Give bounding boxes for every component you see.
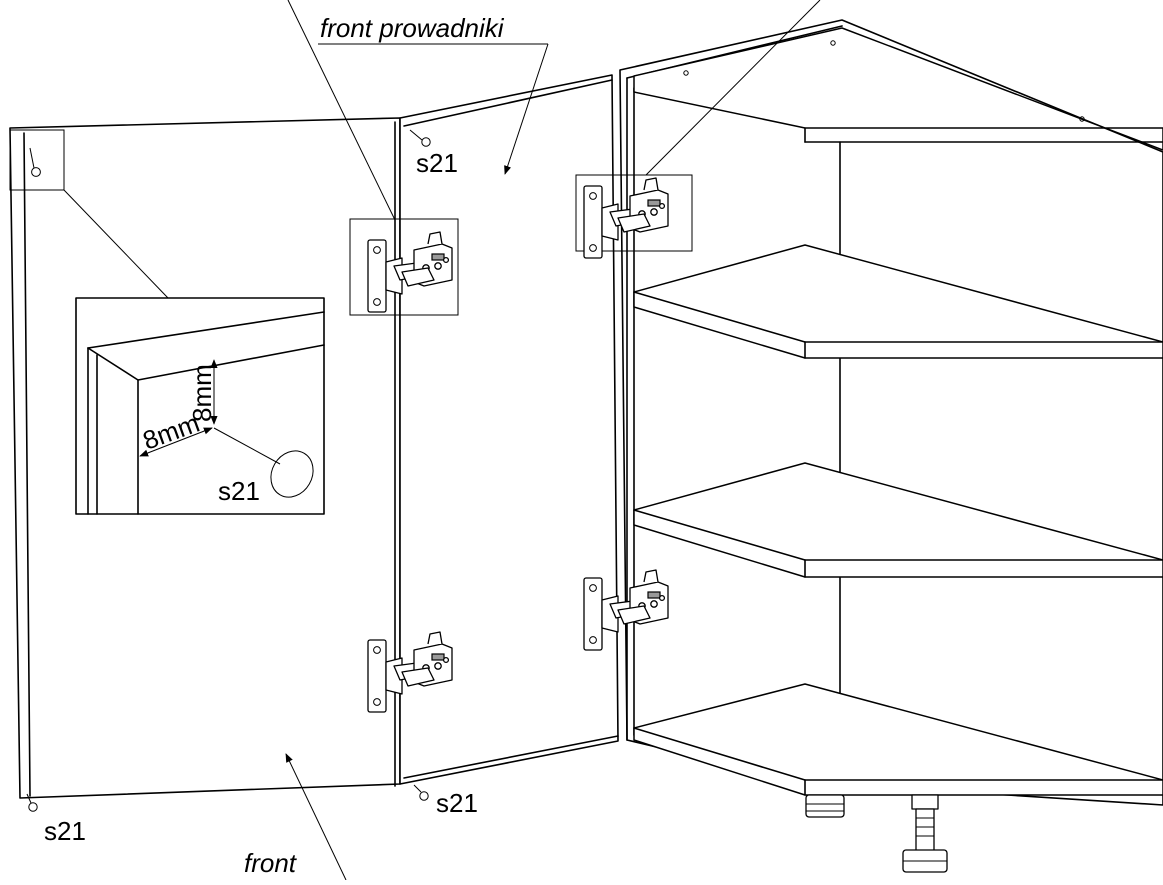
door-bumper-pad-icon bbox=[28, 802, 38, 812]
arrow-front bbox=[285, 753, 347, 881]
right-door-front bbox=[399, 74, 619, 785]
label-s21-top: s21 bbox=[416, 148, 458, 178]
s21-detail-label: s21 bbox=[218, 476, 260, 506]
dim-vertical-label: 8mm bbox=[187, 364, 217, 422]
arrow-front-prowadniki bbox=[504, 43, 549, 175]
door-bumper-pad-icon bbox=[31, 167, 41, 177]
corner-detail-callout: 8mm 8mm s21 bbox=[9, 129, 325, 515]
adjustable-leg-icon bbox=[805, 794, 948, 873]
label-front-prowadniki: front prowadniki bbox=[320, 13, 505, 43]
label-front: front bbox=[244, 848, 298, 878]
leader-line-hinge-cabinet bbox=[645, 0, 821, 176]
leader-line-hinge bbox=[287, 0, 396, 221]
hinge-cabinet-upper bbox=[575, 174, 693, 259]
door-bumper-pad-icon bbox=[419, 791, 429, 801]
door-bumper-pad-icon bbox=[421, 137, 431, 147]
label-s21-bottom-mid: s21 bbox=[436, 788, 478, 818]
hinge-door-upper bbox=[349, 218, 459, 316]
label-s21-bottom-left: s21 bbox=[44, 816, 86, 846]
cabinet-body bbox=[619, 19, 1163, 806]
